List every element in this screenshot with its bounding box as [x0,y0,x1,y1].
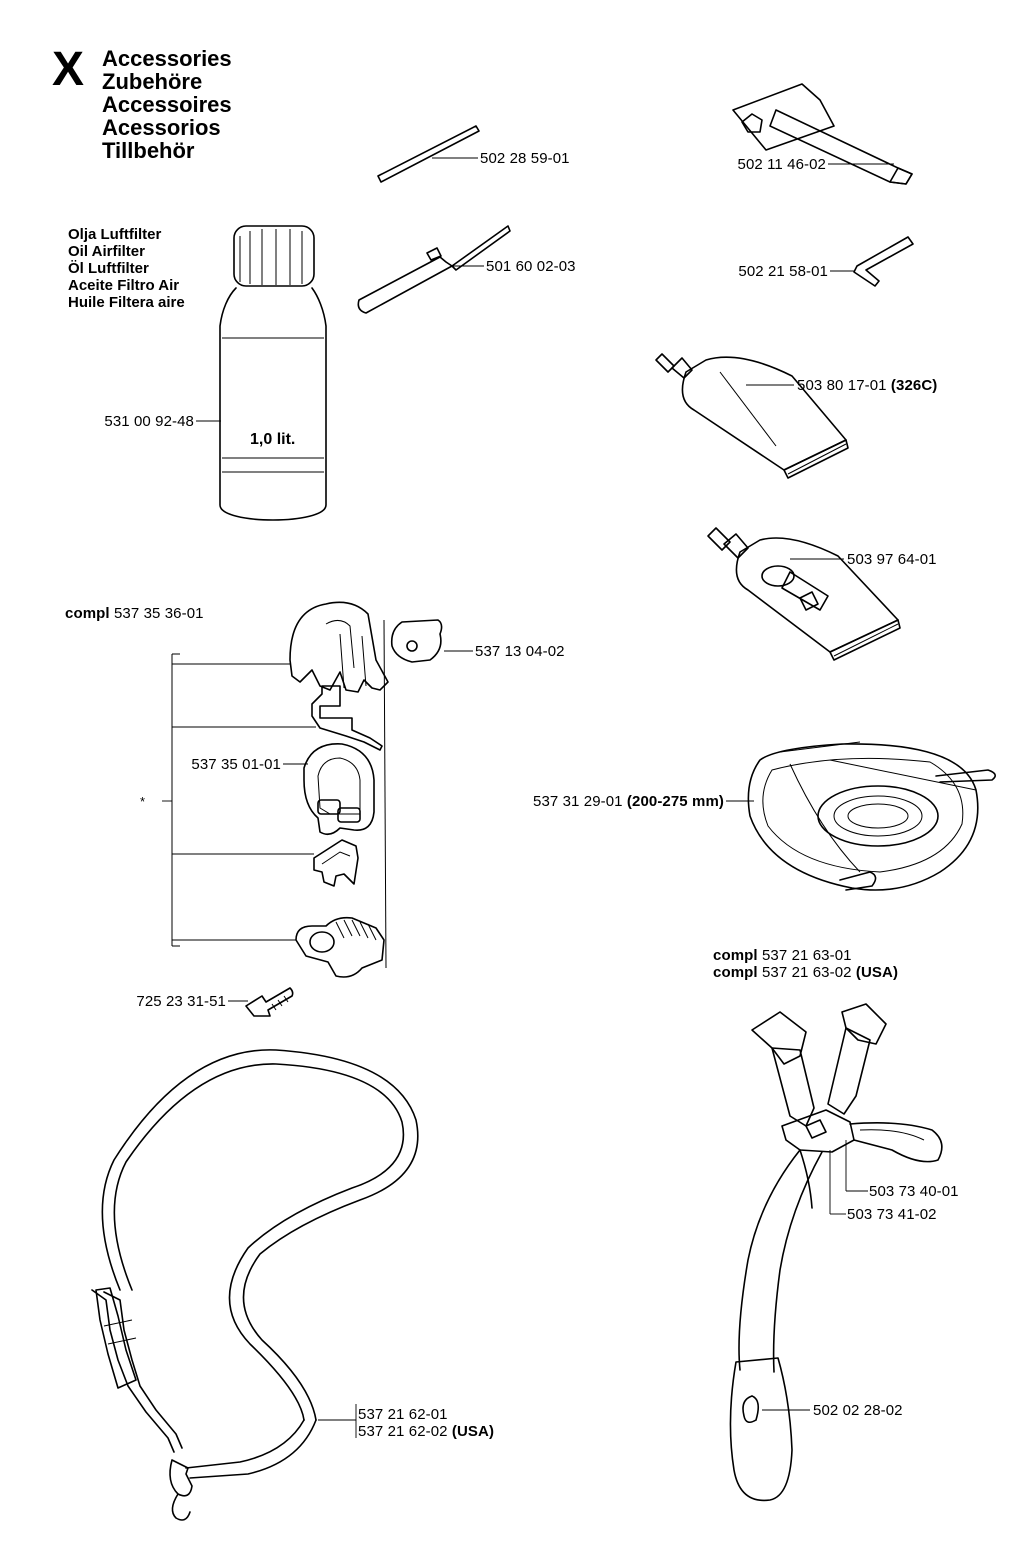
grease-tube-part-number: 503 80 17-01 [797,377,887,394]
harness-set-label: compl 537 21 63-01 [713,947,852,964]
grease-tube-illustration [655,353,849,479]
hanger-set-prefix: compl [65,605,110,622]
harness-buckle-part-number: 503 73 40-01 [869,1183,959,1200]
hanger-group-marker: * [140,794,146,809]
hanger-screw-part-number: 725 23 31-51 [136,993,226,1010]
oil-title-block: Olja Luftfilter Oil Airfilter Öl Luftfil… [68,226,185,311]
section-letter: X [52,43,85,96]
section-title: Acessorios [102,115,221,140]
single-strap-illustration [91,1049,419,1521]
hanger-knob-part-number: 537 13 04-02 [475,643,565,660]
section-title: Tillbehör [102,138,195,163]
oil-title: Oil Airfilter [68,243,145,260]
rod-illustration [377,125,480,183]
guard-plate-part-number: 537 31 29-01 [533,793,623,810]
oil-title: Öl Luftfilter [68,260,149,277]
section-title: Accessories [102,46,232,71]
single-strap-usa-part-number: 537 21 62-02 [358,1423,448,1440]
guard-plate-label: 537 31 29-01 (200-275 mm) [480,793,724,810]
grease-tube-large-part-number: 503 97 64-01 [847,551,937,568]
harness-set-prefix: compl [713,947,758,964]
hex-key-illustration [853,236,914,287]
harness-set-part-number: 537 21 63-01 [761,947,852,964]
single-strap-usa-note: (USA) [451,1423,495,1440]
spark-wrench-part-number: 502 11 46-02 [737,156,826,173]
file-handle-part-number: 501 60 02-03 [486,258,576,275]
hanger-assembly-illustration [162,601,443,1017]
harness-set-usa-part-number: 537 21 63-02 [761,964,852,981]
single-strap-part-number: 537 21 62-01 [358,1406,448,1423]
oil-part-number: 531 00 92-48 [104,413,194,430]
hex-key-part-number: 502 21 58-01 [738,263,828,280]
rod-part-number: 502 28 59-01 [480,150,570,167]
harness-hook-part-number: 502 02 28-02 [813,1402,903,1419]
hanger-set-part-number: 537 35 36-01 [113,605,204,622]
section-title-block: Accessories Zubehöre Accessoires Acessor… [102,47,232,162]
file-handle-illustration [357,225,511,314]
grease-tube-note: (326C) [890,377,938,394]
grease-tube-label: 503 80 17-01 (326C) [797,377,937,394]
oil-title: Aceite Filtro Air [68,277,180,294]
section-title: Zubehöre [102,69,203,94]
hanger-set-label: compl 537 35 36-01 [65,605,204,622]
spark-wrench-illustration [732,83,913,185]
guard-plate-illustration [747,741,996,891]
harness-slider-part-number: 503 73 41-02 [847,1206,937,1223]
hanger-loop-part-number: 537 35 01-01 [191,756,281,773]
single-strap-usa-label: 537 21 62-02 (USA) [358,1423,494,1440]
oil-bottle-illustration [219,225,327,521]
harness-set-usa-label: compl 537 21 63-02 (USA) [713,964,898,981]
harness-set-usa-prefix: compl [713,964,758,981]
section-title: Accessoires [102,92,232,117]
oil-title: Olja Luftfilter [68,226,162,243]
harness-illustration [729,1003,943,1502]
grease-tube-large-illustration [707,527,901,661]
guard-plate-note: (200-275 mm) [626,793,724,810]
bottle-volume-label: 1,0 lit. [250,431,296,448]
oil-title: Huile Filtera aire [68,294,185,311]
harness-set-usa-note: (USA) [855,964,899,981]
